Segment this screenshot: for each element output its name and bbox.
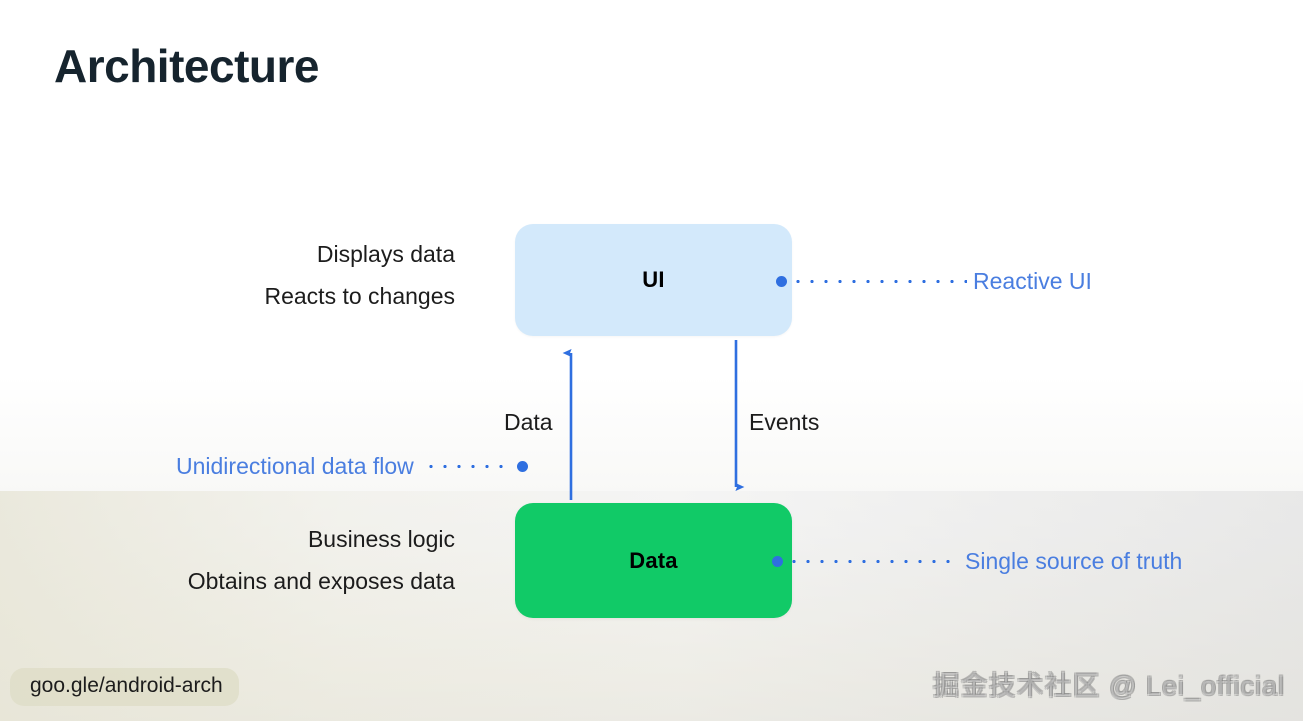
callout-leader-line [423,465,512,468]
data-description-line-1: Business logic [307,526,455,552]
edge-label-events: Events [749,409,820,435]
callout-leader-line [787,560,959,563]
data-description-group: Business logic Obtains and exposes data [188,518,455,602]
node-data-label: Data [629,547,678,573]
data-description-line-2: Obtains and exposes data [187,568,455,594]
node-ui-label: UI [642,267,665,292]
callout-single-source-of-truth: Single source of truth [772,548,1182,575]
node-data[interactable]: Data [515,503,792,618]
ui-description-line-1: Displays data [316,241,455,267]
callout-anchor-dot-icon [516,461,528,472]
page-title: Architecture [54,40,319,92]
ui-description-group: Displays data Reacts to changes [264,233,455,317]
callout-anchor-dot-icon [772,556,783,567]
edge-label-data: Data [504,409,553,435]
callout-unidirectional-data-flow-text: Unidirectional data flow [176,453,414,479]
callout-single-source-of-truth-text: Single source of truth [965,548,1183,574]
callout-anchor-dot-icon [776,276,787,287]
callout-reactive-ui-text: Reactive UI [973,268,1092,294]
footer-url[interactable]: goo.gle/android-arch [10,668,239,706]
callout-unidirectional-data-flow: Unidirectional data flow [176,453,528,480]
callout-leader-line [791,280,967,283]
node-ui[interactable]: UI [515,224,792,336]
ui-description-line-2: Reacts to changes [264,283,455,309]
callout-reactive-ui: Reactive UI [776,268,1092,295]
watermark: 掘金技术社区 @ Lei_official [932,671,1285,701]
